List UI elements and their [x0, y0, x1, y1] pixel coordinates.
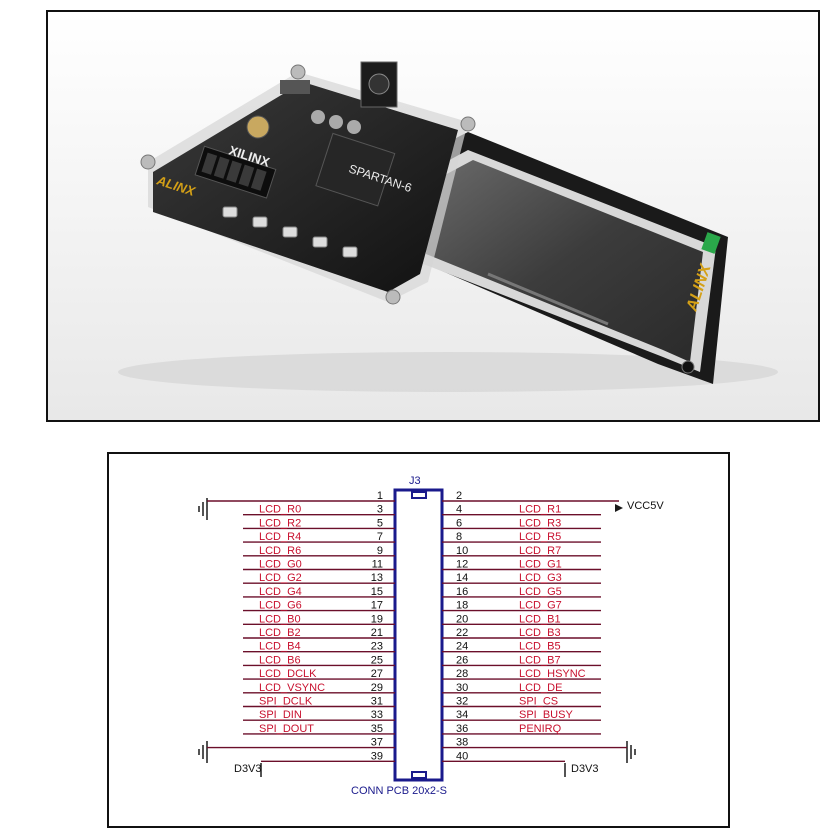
net-label-right: LCD_R7: [519, 545, 561, 557]
pin-number: 29: [371, 682, 383, 694]
vcc5v-arrow-top: [615, 504, 623, 512]
pin-number: 31: [371, 696, 383, 708]
net-label-right: LCD_R3: [519, 517, 561, 529]
connector-key-bottom: [411, 771, 427, 779]
net-label-left: LCD_VSYNC: [259, 682, 325, 694]
pin-number: 18: [456, 600, 468, 612]
net-label-left: LCD_B4: [259, 641, 301, 653]
vcc5v-label: VCC5V: [627, 500, 664, 512]
connector-ref: J3: [409, 475, 421, 487]
net-label-left: LCD_R0: [259, 504, 301, 516]
pin-number: 28: [456, 668, 468, 680]
pin-number: 21: [371, 627, 383, 639]
pin-number: 14: [456, 572, 468, 584]
net-label-left: LCD_R4: [259, 531, 301, 543]
net-wires: [207, 500, 627, 762]
net-labels-right: LCD_R1LCD_R3LCD_R5LCD_R7LCD_G1LCD_G3LCD_…: [519, 504, 586, 735]
d3v3-right-label: D3V3: [571, 763, 599, 775]
net-label-left: LCD_G2: [259, 572, 302, 584]
net-labels-left: LCD_R0LCD_R2LCD_R4LCD_R6LCD_G0LCD_G2LCD_…: [259, 504, 325, 735]
pin-number: 36: [456, 723, 468, 735]
pin-number: 35: [371, 723, 383, 735]
net-label-left: LCD_B2: [259, 627, 301, 639]
net-label-right: LCD_G5: [519, 586, 562, 598]
net-label-right: SPI_CS: [519, 696, 558, 708]
net-label-right: SPI_BUSY: [519, 709, 573, 721]
pin-number: 19: [371, 613, 383, 625]
pin-number: 10: [456, 545, 468, 557]
net-label-right: LCD_DE: [519, 682, 562, 694]
board-photo: ALINX: [48, 12, 818, 420]
net-label-right: LCD_R5: [519, 531, 561, 543]
pin-number: 24: [456, 641, 468, 653]
pin-number: 26: [456, 654, 468, 666]
pin-number: 8: [456, 531, 462, 543]
net-label-right: LCD_B1: [519, 613, 561, 625]
net-label-left: LCD_G0: [259, 559, 302, 571]
net-label-right: LCD_B7: [519, 654, 561, 666]
net-label-left: LCD_B0: [259, 613, 301, 625]
net-label-right: LCD_G3: [519, 572, 562, 584]
pin-number: 11: [372, 559, 383, 571]
pin-number: 16: [456, 586, 468, 598]
net-label-left: LCD_R6: [259, 545, 301, 557]
ground-symbol-bottom-right: [626, 741, 636, 763]
pin-number: 2: [456, 490, 462, 502]
d3v3-left-label: D3V3: [234, 763, 262, 775]
photo-panel: ALINX: [46, 10, 820, 422]
connector-body: [393, 488, 444, 782]
net-label-right: LCD_G7: [519, 600, 562, 612]
pin-number: 9: [377, 545, 383, 557]
connector-part: CONN PCB 20x2-S: [351, 785, 447, 797]
net-label-right: LCD_HSYNC: [519, 668, 586, 680]
pin-number: 4: [456, 504, 462, 516]
net-label-left: LCD_G6: [259, 600, 302, 612]
net-label-right: LCD_B3: [519, 627, 561, 639]
pin-number: 20: [456, 613, 468, 625]
pin-number: 17: [371, 600, 383, 612]
net-label-left: LCD_B6: [259, 654, 301, 666]
pin-number: 38: [456, 737, 468, 749]
net-label-left: LCD_G4: [259, 586, 302, 598]
pin-number: 23: [371, 641, 383, 653]
pin-number: 34: [456, 709, 468, 721]
lcd-module: ALINX: [398, 132, 728, 384]
net-label-left: SPI_DOUT: [259, 723, 314, 735]
pin-number: 6: [456, 517, 462, 529]
pin-number: 40: [456, 750, 468, 762]
ground-symbol-bottom-left: [198, 741, 208, 763]
pin-number: 13: [371, 572, 383, 584]
net-label-left: LCD_R2: [259, 517, 301, 529]
ground-symbol-top-left: [198, 498, 208, 520]
pin-number: 5: [377, 517, 383, 529]
net-label-left: SPI_DIN: [259, 709, 302, 721]
pin-number: 22: [456, 627, 468, 639]
net-label-right: PENIRQ: [519, 723, 562, 735]
pin-number: 30: [456, 682, 468, 694]
pin-number: 3: [377, 504, 383, 516]
pin-number: 33: [371, 709, 383, 721]
pin-number: 27: [371, 668, 383, 680]
pin-number: 1: [377, 490, 383, 502]
pin-number: 39: [371, 750, 383, 762]
net-label-left: LCD_DCLK: [259, 668, 317, 680]
pin-number: 12: [456, 559, 468, 571]
net-label-right: LCD_G1: [519, 559, 562, 571]
pin-number: 37: [371, 737, 383, 749]
net-label-right: LCD_R1: [519, 504, 561, 516]
net-label-right: LCD_B5: [519, 641, 561, 653]
pin-number: 7: [377, 531, 383, 543]
fpga-board: XILINX SPARTAN-6 ALINX: [140, 61, 476, 305]
net-label-left: SPI_DCLK: [259, 696, 313, 708]
pin-number: 25: [371, 654, 383, 666]
connector-schematic: J3 CONN PCB 20x2-S VCC5V D3V3 D3V3 13579…: [198, 475, 664, 797]
pin-number: 15: [371, 586, 383, 598]
connector-key-top: [411, 491, 427, 499]
pin-number: 32: [456, 696, 468, 708]
